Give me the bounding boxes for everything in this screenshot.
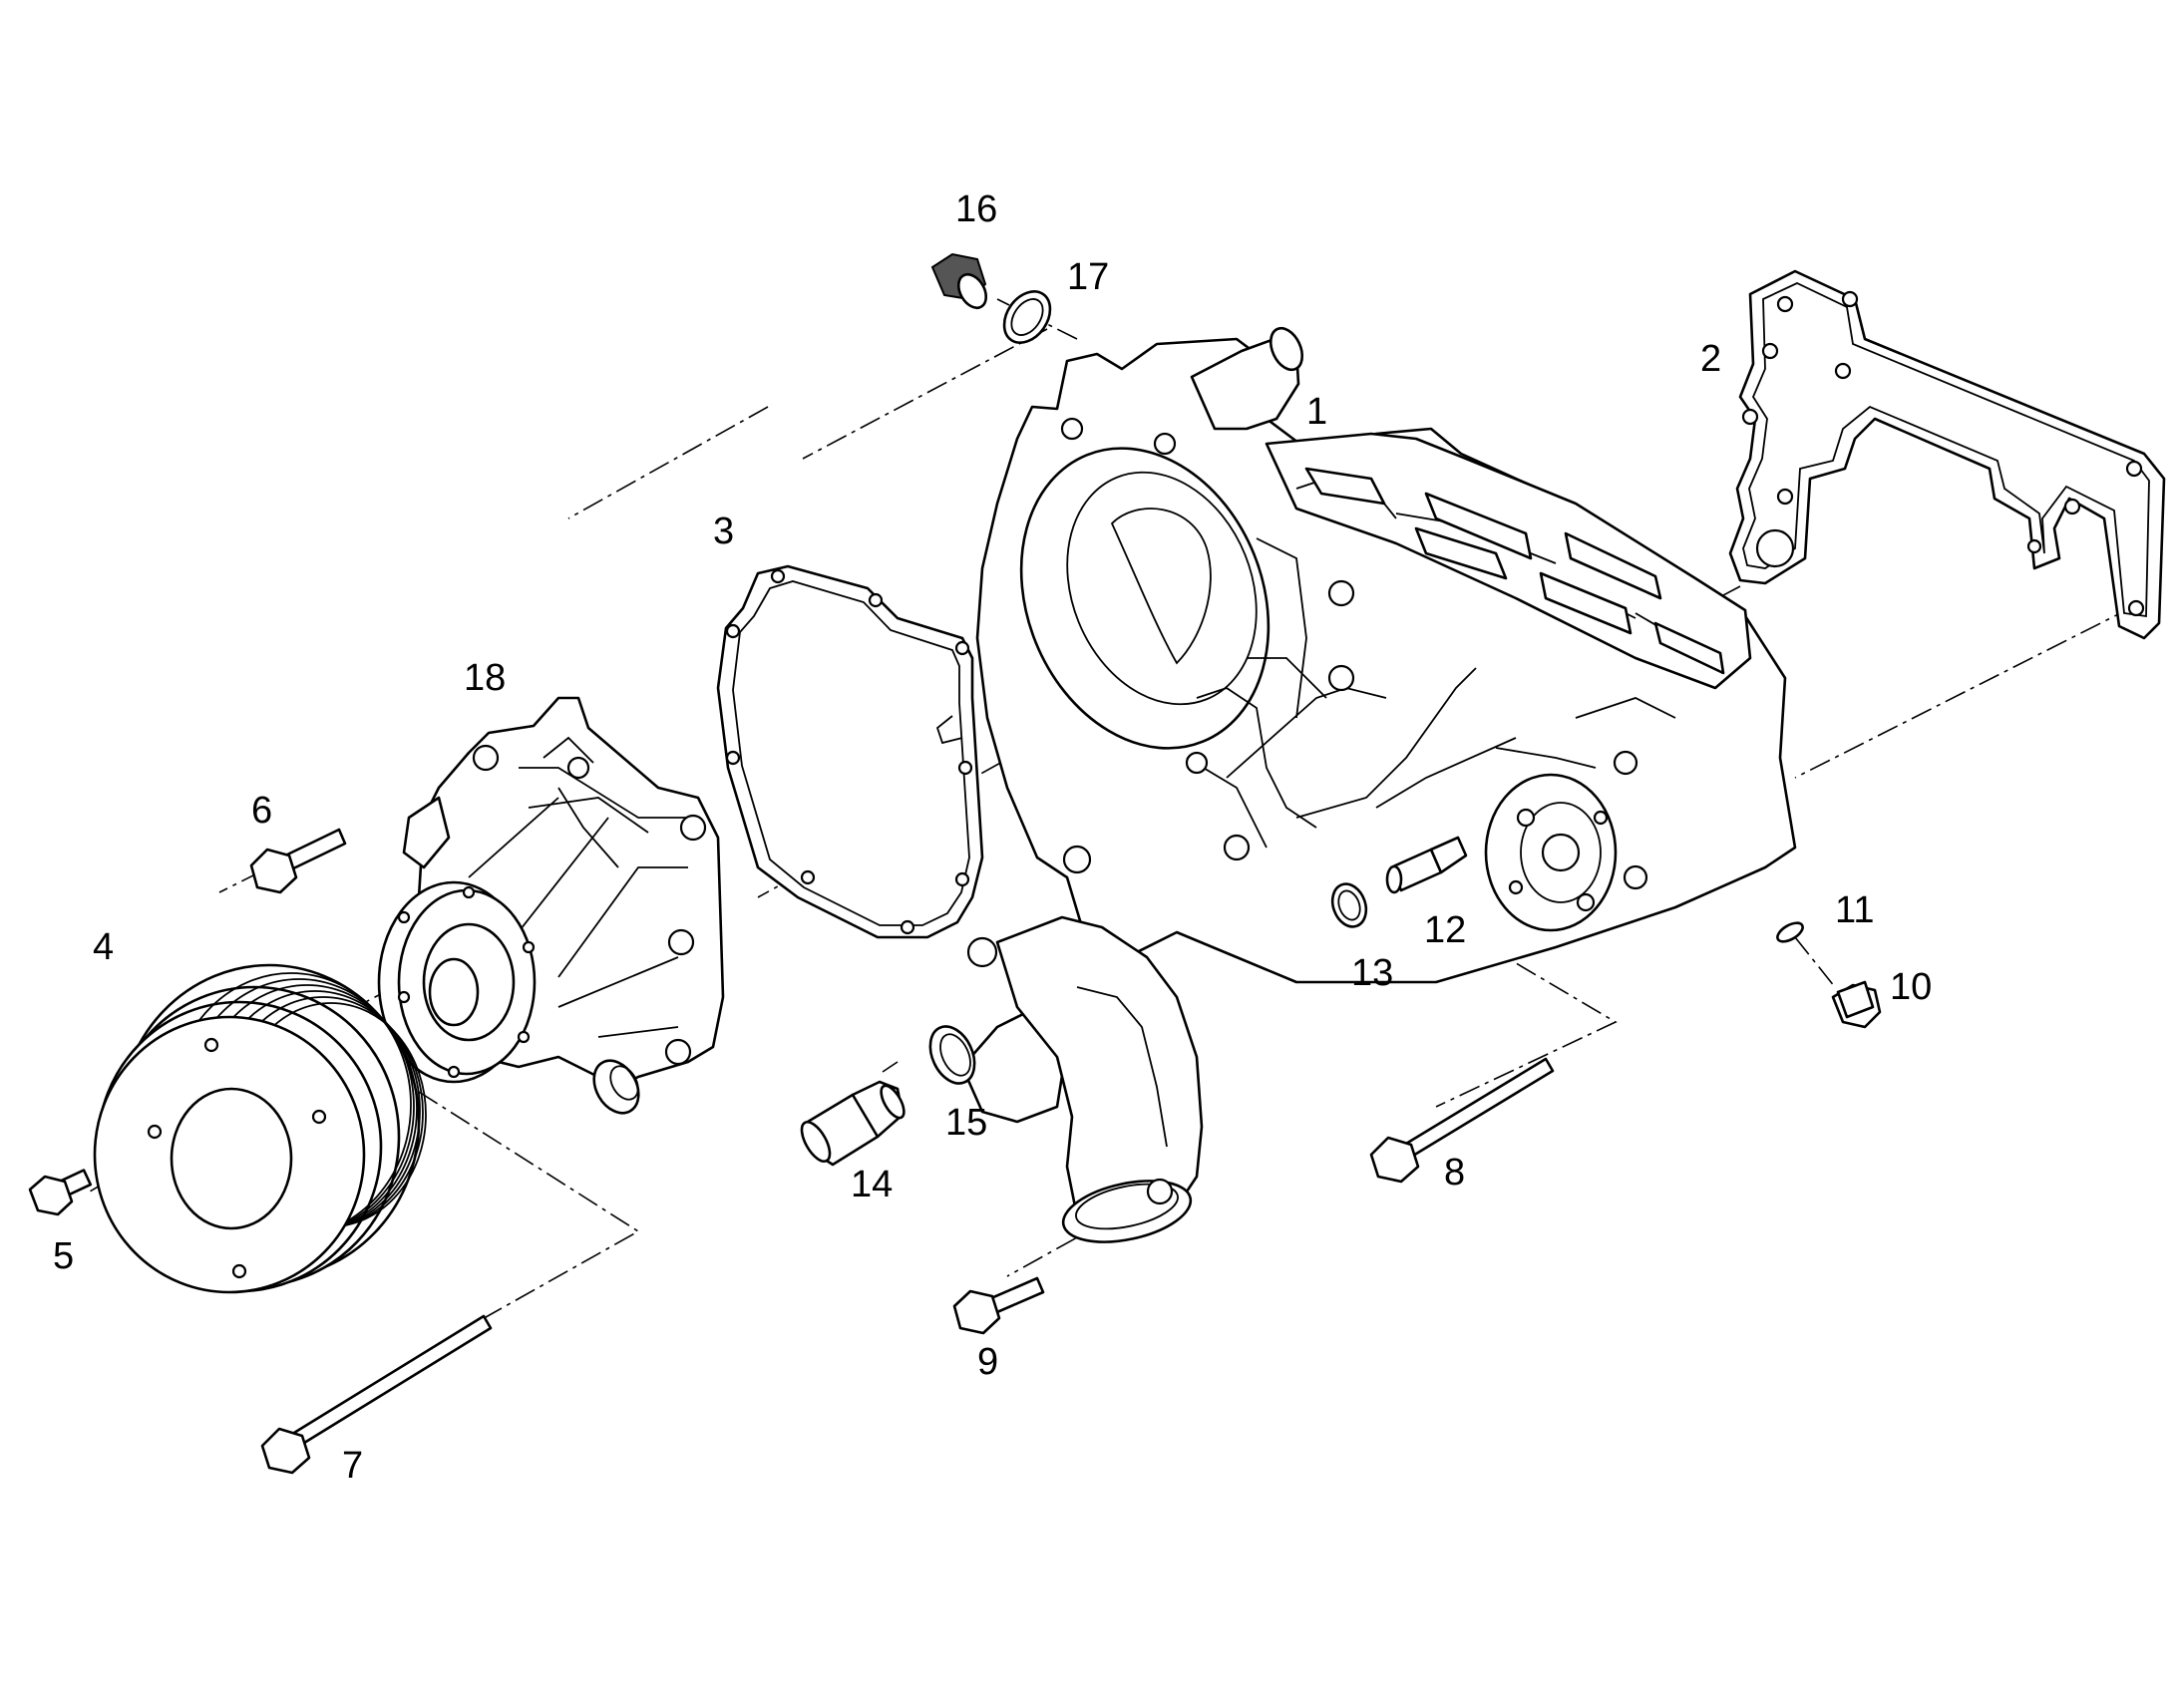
part-8-long-bolt [1369, 1057, 1555, 1184]
callout-10: 10 [1890, 966, 1932, 1008]
callout-17: 17 [1067, 256, 1109, 298]
part-17-seal-ring [1002, 290, 1052, 344]
part-5-bolt [28, 1169, 93, 1216]
callout-15: 15 [945, 1102, 987, 1144]
part-10-plug [1831, 980, 1882, 1029]
callout-9: 9 [977, 1341, 998, 1383]
callout-5: 5 [53, 1235, 74, 1277]
callout-14: 14 [851, 1164, 893, 1205]
part-11-washer [1776, 921, 1804, 943]
callout-2: 2 [1700, 338, 1721, 380]
callout-8: 8 [1444, 1152, 1465, 1194]
callout-1: 1 [1306, 391, 1327, 433]
part-16-plug [930, 252, 988, 310]
part-3-gasket [716, 564, 984, 939]
callout-13: 13 [1351, 952, 1393, 994]
callout-16: 16 [955, 188, 997, 230]
callout-7: 7 [342, 1445, 363, 1487]
part-14-fitting [800, 1080, 906, 1167]
part-18-water-pump [377, 696, 725, 1115]
callout-4: 4 [93, 926, 114, 968]
part-15-seal-ring [928, 1025, 976, 1085]
callout-12: 12 [1424, 909, 1466, 951]
callout-3: 3 [713, 511, 734, 552]
callout-18: 18 [464, 657, 506, 699]
part-9-bolt [952, 1276, 1045, 1335]
part-7-long-bolt [260, 1314, 493, 1475]
part-4-pulley [93, 963, 427, 1294]
callout-6: 6 [251, 790, 272, 832]
part-12-fitting [1385, 836, 1468, 894]
part-6-bolt [249, 828, 347, 894]
callout-labels: 1 2 3 4 5 6 7 8 9 10 11 12 13 14 15 16 1… [53, 188, 1932, 1487]
part-2-gasket [1728, 269, 2166, 640]
part-1-housing [960, 326, 1797, 1243]
callout-11: 11 [1835, 889, 1874, 931]
part-13-seal-ring [1330, 882, 1368, 928]
